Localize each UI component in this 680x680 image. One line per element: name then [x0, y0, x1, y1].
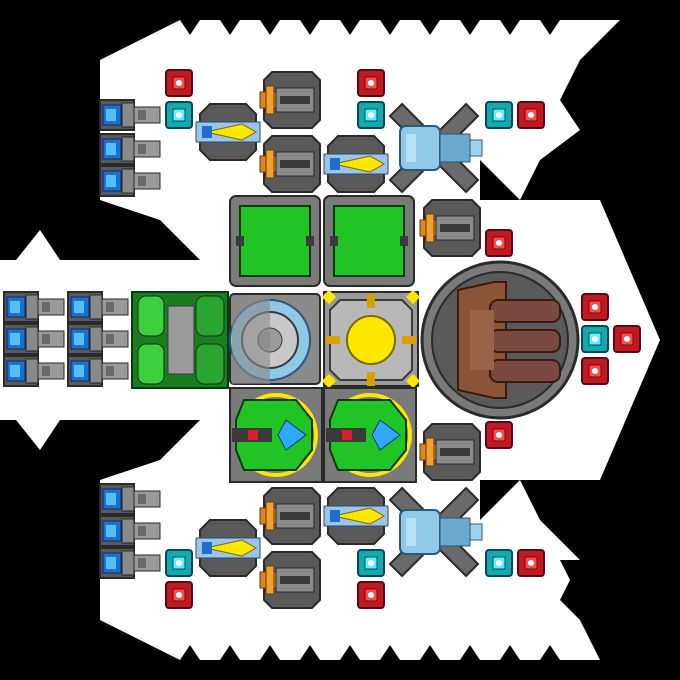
- red-node-icon[interactable]: [517, 549, 545, 577]
- gun-icon[interactable]: [419, 423, 481, 481]
- missile-launcher-icon[interactable]: [323, 135, 389, 193]
- cyan-node-icon[interactable]: [581, 325, 609, 353]
- hull-notches: [180, 20, 600, 660]
- cyan-node-icon[interactable]: [357, 101, 385, 129]
- gun-icon[interactable]: [259, 551, 321, 609]
- red-node-icon[interactable]: [581, 357, 609, 385]
- red-node-icon[interactable]: [165, 581, 193, 609]
- cyan-node-icon[interactable]: [485, 549, 513, 577]
- engine-icon[interactable]: [131, 291, 229, 389]
- red-node-icon[interactable]: [485, 421, 513, 449]
- red-node-icon[interactable]: [357, 581, 385, 609]
- red-node-icon[interactable]: [357, 69, 385, 97]
- gun-icon[interactable]: [419, 199, 481, 257]
- missile-launcher-icon[interactable]: [323, 487, 389, 545]
- red-node-icon[interactable]: [517, 101, 545, 129]
- gun-icon[interactable]: [259, 71, 321, 129]
- cockpit-icon[interactable]: [229, 293, 321, 385]
- missile-launcher-icon[interactable]: [195, 103, 261, 161]
- red-node-icon[interactable]: [165, 69, 193, 97]
- cyan-node-icon[interactable]: [165, 101, 193, 129]
- cyan-node-icon[interactable]: [165, 549, 193, 577]
- red-node-icon[interactable]: [581, 293, 609, 321]
- gun-icon[interactable]: [259, 487, 321, 545]
- red-node-icon[interactable]: [613, 325, 641, 353]
- gun-icon[interactable]: [259, 135, 321, 193]
- cannon-icon[interactable]: [229, 387, 323, 483]
- cargo-bay-icon[interactable]: [229, 195, 321, 287]
- reactor-core-icon[interactable]: [321, 289, 421, 389]
- red-node-icon[interactable]: [485, 229, 513, 257]
- cyan-node-icon[interactable]: [357, 549, 385, 577]
- missile-launcher-icon[interactable]: [195, 519, 261, 577]
- cannon-icon[interactable]: [323, 387, 417, 483]
- cargo-bay-icon[interactable]: [323, 195, 415, 287]
- cyan-node-icon[interactable]: [485, 101, 513, 129]
- main-turret-icon[interactable]: [420, 260, 580, 420]
